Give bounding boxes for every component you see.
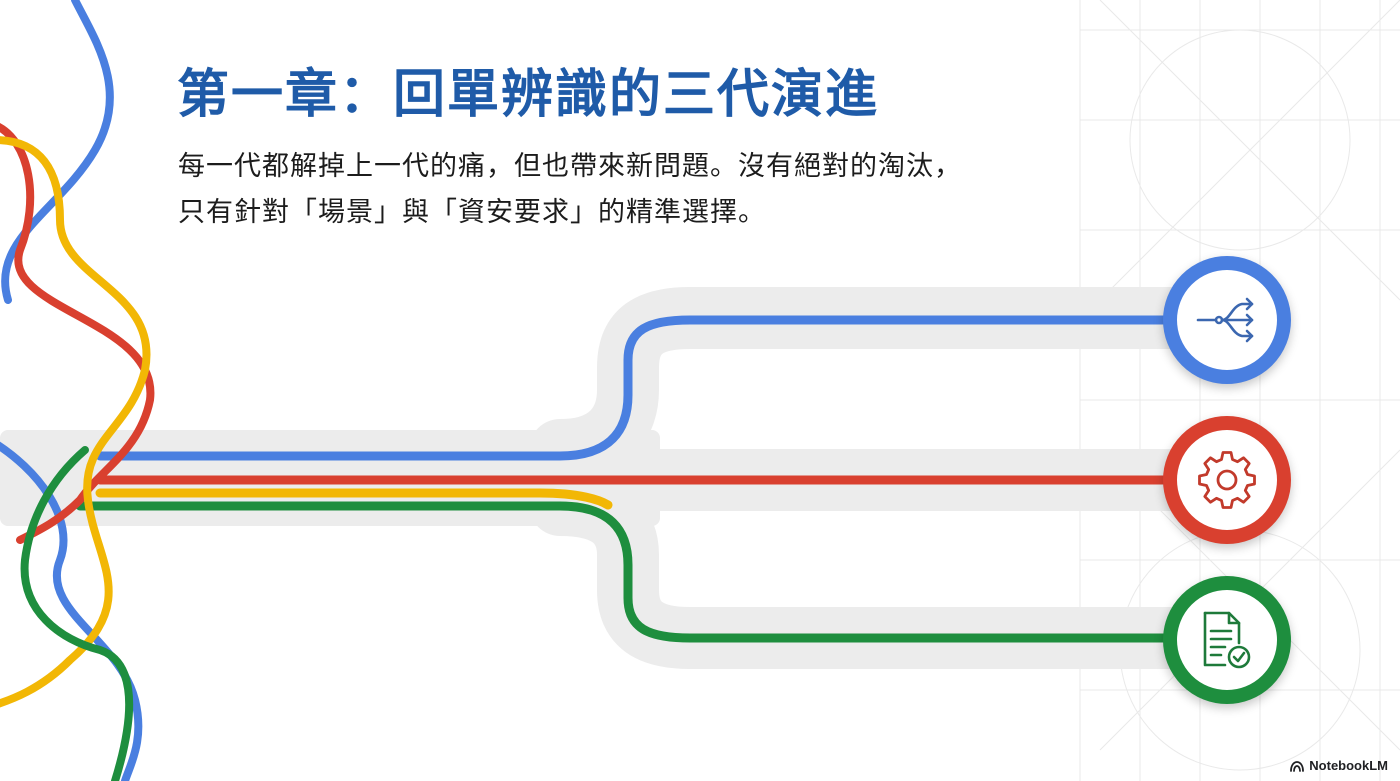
- node-gear: [1163, 416, 1291, 544]
- slide-title: 第一章：回單辨識的三代演進: [177, 65, 880, 125]
- squiggle-red: [0, 123, 155, 544]
- branching-arrows-icon: [1194, 287, 1260, 353]
- line-green: [75, 501, 1185, 643]
- squiggle-yellow: [0, 136, 151, 708]
- subtitle-line-2: 只有針對「場景」與「資安要求」的精準選擇。: [178, 197, 766, 228]
- brand-watermark: NotebookLM: [1289, 758, 1388, 773]
- node-document-check: [1163, 576, 1291, 704]
- squiggle-green: [20, 446, 134, 781]
- gear-icon: [1194, 447, 1260, 513]
- notebooklm-logo-icon: [1290, 760, 1305, 772]
- document-check-icon: [1194, 607, 1260, 673]
- branch-track-green: [529, 474, 1261, 669]
- line-yellow: [95, 488, 613, 510]
- branch-track-blue: [529, 287, 1261, 481]
- subtitle-line-1: 每一代都解掉上一代的痛，但也帶來新問題。沒有絕對的淘汰，: [178, 151, 962, 182]
- line-blue: [95, 315, 1185, 461]
- slide-subtitle: 每一代都解掉上一代的痛，但也帶來新問題。沒有絕對的淘汰， 只有針對「場景」與「資…: [178, 144, 962, 236]
- brand-name: NotebookLM: [1309, 758, 1388, 773]
- node-branching: [1163, 256, 1291, 384]
